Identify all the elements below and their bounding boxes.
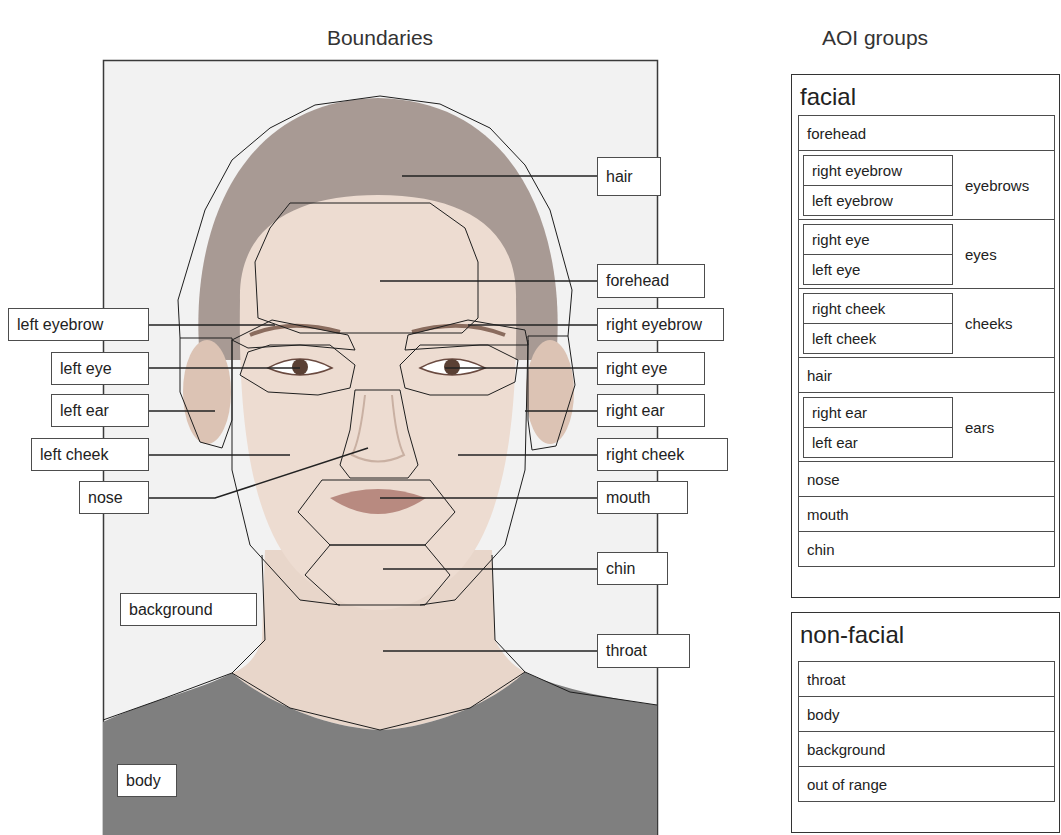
aoi-row: hair (798, 357, 1055, 393)
aoi-row: throat (798, 661, 1055, 697)
panel-heading: facial (792, 75, 1059, 111)
label-box: right ear (597, 394, 705, 427)
aoi-row: nose (798, 461, 1055, 497)
aoi-name: throat (606, 642, 647, 660)
label-box: body (117, 764, 177, 797)
aoi-name: mouth (807, 506, 849, 523)
aoi-name: forehead (807, 125, 866, 142)
group-name: eyes (965, 246, 997, 263)
label-box: forehead (597, 264, 705, 298)
label-box: nose (79, 481, 149, 514)
aoi-group: eyebrows right eyebrow left eyebrow (798, 150, 1055, 220)
label-box: left eye (51, 352, 149, 385)
aoi-name: hair (606, 168, 633, 186)
aoi-name: nose (807, 471, 840, 488)
aoi-row: right cheek (803, 293, 953, 324)
aoi-group: eyes right eye left eye (798, 219, 1055, 289)
group-name: eyebrows (965, 177, 1029, 194)
aoi-row: right eyebrow (803, 155, 953, 186)
aoi-name: left ear (60, 402, 109, 420)
leader-lines (149, 176, 597, 651)
label-box: left eyebrow (8, 308, 149, 341)
aoi-name: right ear (606, 402, 665, 420)
label-box: background (120, 593, 257, 626)
aoi-name: background (807, 741, 885, 758)
aoi-name: left eye (812, 261, 860, 278)
aoi-name: forehead (606, 272, 669, 290)
aoi-row: left ear (803, 427, 953, 458)
label-box: right eyebrow (597, 308, 724, 341)
aoi-name: left eyebrow (17, 316, 103, 334)
aoi-name: body (807, 706, 840, 723)
group-name: cheeks (965, 315, 1013, 332)
aoi-row: mouth (798, 496, 1055, 532)
aoi-name: left eyebrow (812, 192, 893, 209)
aoi-row: forehead (798, 115, 1055, 151)
aoi-row: chin (798, 531, 1055, 567)
label-box: chin (597, 552, 668, 585)
aoi-name: right ear (812, 404, 867, 421)
aoi-name: nose (88, 489, 123, 507)
label-box: left cheek (31, 438, 149, 471)
column-heading: AOI groups (822, 26, 928, 50)
group-name: ears (965, 419, 994, 436)
aoi-name: background (129, 601, 213, 619)
label-box: right eye (597, 352, 705, 385)
aoi-name: chin (807, 541, 835, 558)
label-box: hair (597, 157, 661, 196)
aoi-name: hair (807, 367, 832, 384)
aoi-name: left cheek (812, 330, 876, 347)
aoi-name: right cheek (812, 300, 885, 317)
aoi-name: right cheek (606, 446, 684, 464)
aoi-row: background (798, 731, 1055, 767)
label-box: throat (597, 634, 690, 668)
group-panel: facial forehead eyebrows right eyebrow left … (791, 74, 1060, 598)
aoi-row: left eye (803, 254, 953, 285)
aoi-name: left eye (60, 360, 112, 378)
panel-heading: non-facial (792, 613, 1059, 649)
aoi-row: right ear (803, 397, 953, 428)
aoi-group: ears right ear left ear (798, 392, 1055, 462)
aoi-name: right eyebrow (606, 316, 702, 334)
aoi-name: right eye (812, 231, 870, 248)
aoi-name: mouth (606, 489, 650, 507)
aoi-name: left ear (812, 434, 858, 451)
aoi-name: body (126, 772, 161, 790)
aoi-group: cheeks right cheek left cheek (798, 288, 1055, 358)
aoi-row: left cheek (803, 323, 953, 354)
group-panel: non-facial throat body background out of ran… (791, 612, 1060, 833)
aoi-row: right eye (803, 224, 953, 255)
column-heading: Boundaries (327, 26, 433, 50)
aoi-row: left eyebrow (803, 185, 953, 216)
aoi-row: out of range (798, 766, 1055, 802)
aoi-name: chin (606, 560, 635, 578)
aoi-name: throat (807, 671, 845, 688)
label-box: left ear (51, 394, 149, 427)
aoi-name: right eye (606, 360, 667, 378)
label-box: right cheek (597, 438, 728, 471)
aoi-row: body (798, 696, 1055, 732)
aoi-name: left cheek (40, 446, 108, 464)
aoi-name: right eyebrow (812, 162, 902, 179)
aoi-name: out of range (807, 776, 887, 793)
label-box: mouth (597, 481, 688, 514)
